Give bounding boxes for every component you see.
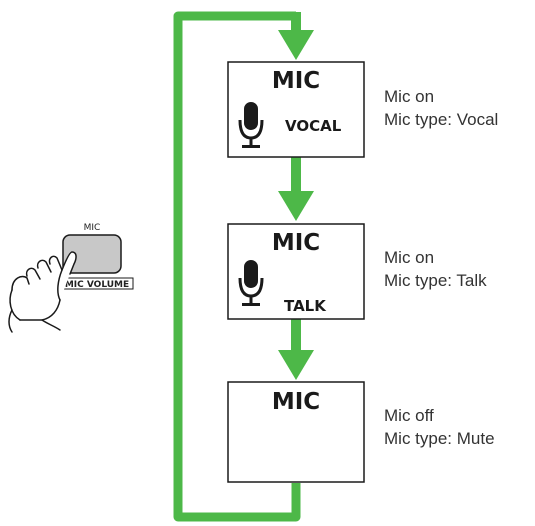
connector-shaft-2-3 [291, 319, 301, 352]
mic-button-label: MIC [84, 223, 101, 233]
connector-shaft-top [291, 12, 301, 32]
state-title: MIC [272, 68, 320, 94]
state-desc-line1: Mic off [384, 406, 434, 425]
state-desc-line2: Mic type: Mute [384, 429, 495, 448]
loop-path [173, 11, 301, 522]
connector-shaft-1-2 [291, 157, 301, 193]
state-desc-line2: Mic type: Talk [384, 271, 487, 290]
mic-volume-label: MIC VOLUME [65, 280, 129, 290]
microphone-icon [238, 102, 264, 148]
microphone-icon [238, 260, 264, 306]
state-sub-label: TALK [284, 297, 327, 315]
arrow-down-icon [278, 191, 314, 221]
state-box-talk: MIC TALK [227, 223, 365, 320]
state-title: MIC [272, 389, 320, 415]
state-desc-line2: Mic type: Vocal [384, 110, 498, 129]
hand-pointer-icon [8, 251, 77, 333]
state-desc-line1: Mic on [384, 87, 434, 106]
arrow-down-icon [278, 30, 314, 60]
state-box-vocal: MIC VOCAL [227, 61, 365, 158]
state-desc-line1: Mic on [384, 248, 434, 267]
arrow-down-icon [278, 350, 314, 380]
state-sub-label: VOCAL [285, 117, 342, 135]
mic-panel: MIC MIC VOLUME [8, 223, 134, 333]
state-title: MIC [272, 230, 320, 256]
lcd-display [227, 381, 365, 483]
state-box-mute: MIC [227, 381, 365, 483]
mic-button[interactable] [62, 234, 122, 274]
